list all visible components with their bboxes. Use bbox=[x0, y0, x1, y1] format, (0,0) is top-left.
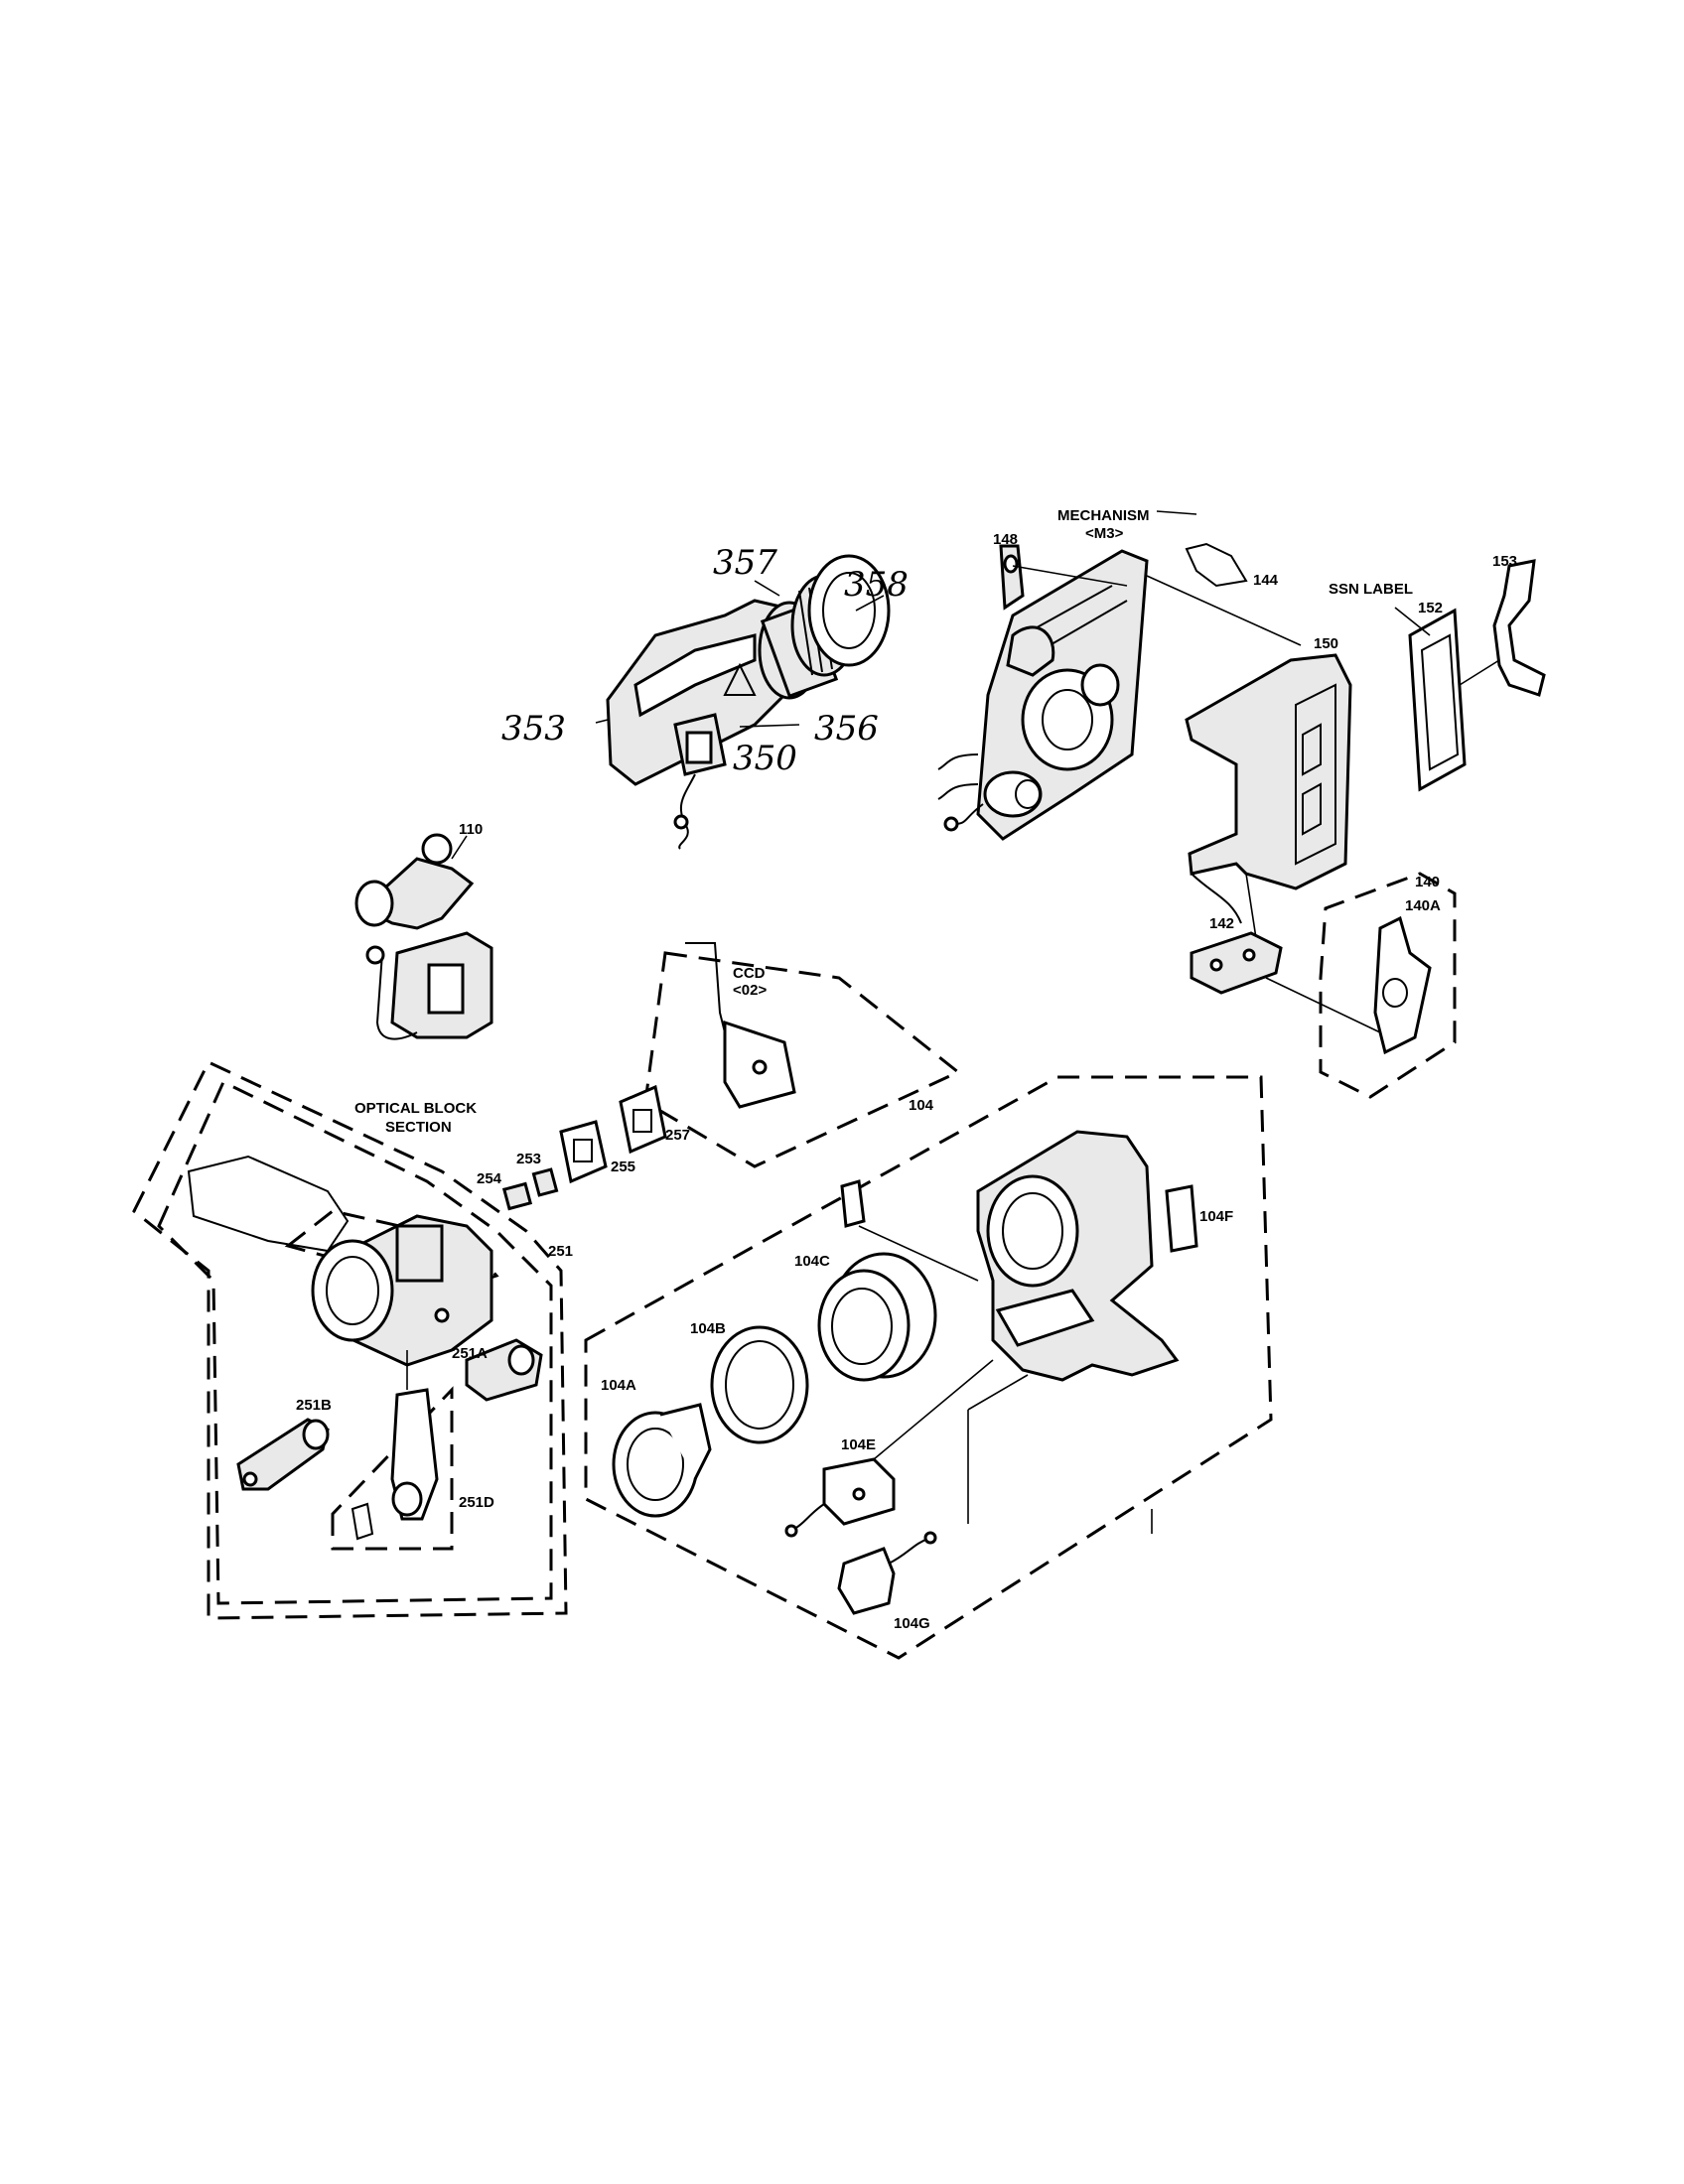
group-optical-block-outline bbox=[132, 1060, 568, 1620]
part-253 bbox=[531, 1167, 559, 1197]
label-104b: 104B bbox=[690, 1320, 726, 1337]
part-104a-ring bbox=[612, 1403, 712, 1518]
label-104f: 104F bbox=[1199, 1208, 1233, 1225]
part-104c-ring bbox=[817, 1179, 979, 1382]
part-251d bbox=[351, 1350, 439, 1541]
label-104e: 104E bbox=[841, 1436, 876, 1453]
part-110-assembly bbox=[354, 833, 493, 1040]
viewfinder-assembly bbox=[595, 554, 891, 850]
label-153: 153 bbox=[1492, 553, 1517, 570]
label-257: 257 bbox=[665, 1127, 690, 1144]
part-104g bbox=[837, 1374, 1029, 1615]
label-152: 152 bbox=[1418, 600, 1443, 616]
label-104c: 104C bbox=[794, 1253, 830, 1270]
group-ccd-outline bbox=[643, 951, 961, 1168]
label-357: 357 bbox=[713, 543, 777, 583]
label-optical-block: OPTICAL BLOCK bbox=[354, 1100, 477, 1117]
part-ccd-board bbox=[685, 942, 796, 1109]
label-104g: 104G bbox=[894, 1615, 930, 1632]
label-150: 150 bbox=[1314, 635, 1338, 652]
part-104f bbox=[1165, 1184, 1198, 1253]
label-253: 253 bbox=[516, 1151, 541, 1167]
label-m3: <M3> bbox=[1085, 525, 1124, 542]
mechanism-m3 bbox=[937, 542, 1302, 841]
label-148: 148 bbox=[993, 531, 1018, 548]
label-ccd: CCD bbox=[733, 965, 766, 982]
part-251a bbox=[465, 1338, 543, 1402]
part-254 bbox=[501, 1181, 533, 1211]
label-140a: 140A bbox=[1405, 897, 1441, 914]
label-358: 358 bbox=[844, 565, 909, 605]
part-251b bbox=[236, 1418, 330, 1491]
part-104b-ring bbox=[710, 1325, 809, 1444]
label-251: 251 bbox=[548, 1243, 573, 1260]
chassis-frame-150 bbox=[1185, 653, 1352, 939]
label-353: 353 bbox=[501, 709, 566, 749]
label-350: 350 bbox=[733, 739, 797, 778]
label-ccd-02: <02> bbox=[733, 982, 767, 999]
group-140-outline bbox=[1319, 872, 1457, 1099]
label-104a: 104A bbox=[601, 1377, 636, 1394]
part-104-cabinet bbox=[976, 1130, 1180, 1382]
group-104-outline bbox=[584, 1075, 1273, 1660]
part-104e bbox=[784, 1359, 994, 1538]
part-142-bracket bbox=[1190, 931, 1381, 1033]
label-104: 104 bbox=[909, 1097, 934, 1114]
label-356: 356 bbox=[814, 709, 879, 749]
label-110: 110 bbox=[459, 821, 483, 838]
label-251d: 251D bbox=[459, 1494, 494, 1511]
part-140a bbox=[1373, 915, 1432, 1055]
label-251a: 251A bbox=[452, 1345, 488, 1362]
label-ssn: SSN LABEL bbox=[1329, 581, 1413, 598]
label-251b: 251B bbox=[296, 1397, 332, 1414]
label-255: 255 bbox=[611, 1159, 635, 1175]
label-mechanism: MECHANISM bbox=[1057, 507, 1150, 524]
group-optical-block-inner-outline bbox=[157, 1079, 553, 1605]
label-142: 142 bbox=[1209, 915, 1234, 932]
part-152-frame bbox=[1394, 607, 1500, 792]
label-section: SECTION bbox=[385, 1119, 452, 1136]
label-144: 144 bbox=[1253, 572, 1279, 589]
part-257 bbox=[619, 1084, 667, 1155]
label-254: 254 bbox=[477, 1170, 502, 1187]
part-255 bbox=[559, 1120, 608, 1184]
group-251d-outline bbox=[331, 1386, 454, 1551]
part-251-lens-block bbox=[187, 1155, 493, 1367]
part-153-flex bbox=[1492, 559, 1546, 697]
label-140: 140 bbox=[1415, 874, 1440, 890]
